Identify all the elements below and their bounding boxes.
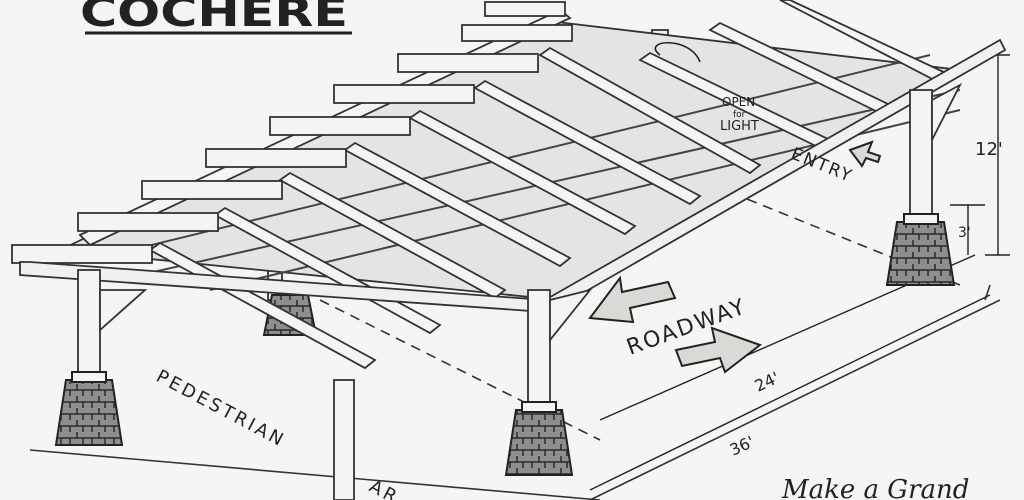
roadway-arrows (588, 140, 882, 374)
open-label-line1: OPEN (722, 95, 755, 109)
pedestrian-label: PEDESTRIAN (153, 366, 290, 452)
arrow-left-icon (588, 275, 677, 324)
front-stone-bases (54, 213, 956, 476)
tagline-text: Make a Grand (781, 475, 969, 500)
open-light-pointer (654, 42, 701, 63)
open-label-line3: LIGHT (720, 119, 759, 134)
open-label-line2: for (733, 110, 746, 120)
dimension-length: 36' (727, 432, 757, 460)
rafters (148, 0, 952, 370)
dimension-width: 24' (752, 368, 782, 396)
entry-arrow-icon (848, 140, 882, 168)
beam-ends (11, 1, 573, 264)
dimension-base: 3' (958, 225, 971, 241)
arrow-right-icon (674, 326, 763, 374)
front-posts (77, 82, 963, 500)
dimension-height: 12' (975, 139, 1003, 160)
title-text: COCHERE (80, 0, 348, 36)
